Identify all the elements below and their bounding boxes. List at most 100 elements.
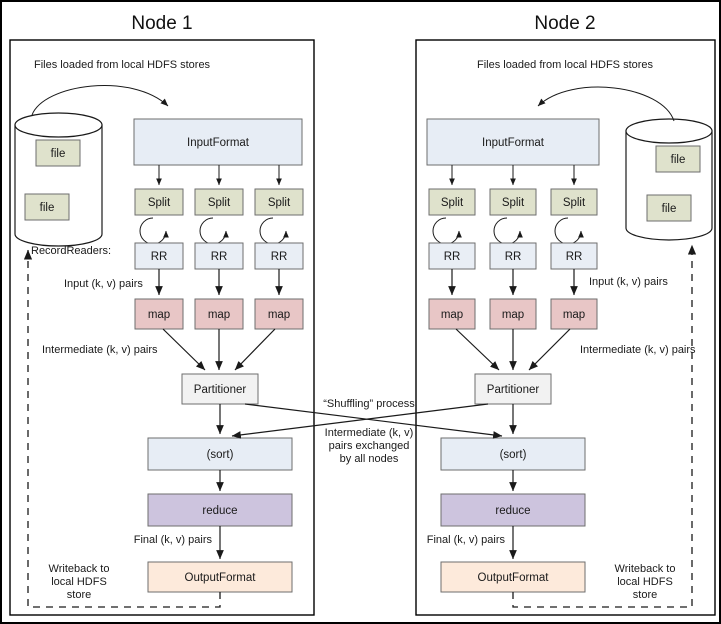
node2-rr-label-3: RR bbox=[566, 251, 583, 263]
node2-writeback-path bbox=[512, 244, 697, 608]
node2-sort-box bbox=[440, 437, 586, 471]
node1-map-part-arrow-1 bbox=[162, 328, 206, 371]
shuffle-process-label: “Shuffling” process bbox=[323, 398, 415, 410]
node2-file-box-2 bbox=[646, 194, 692, 222]
node2-split-label-2: Split bbox=[502, 197, 525, 209]
node1-partitioner-label: Partitioner bbox=[194, 384, 247, 396]
node2-split-box-2 bbox=[489, 188, 537, 216]
node1-inputformat-box bbox=[133, 118, 303, 166]
node1-rr-loop-1 bbox=[139, 217, 169, 245]
node2-split-box-1 bbox=[428, 188, 476, 216]
node2-file-label-1: file bbox=[671, 154, 686, 166]
node2-rr-box-3 bbox=[550, 242, 598, 270]
node1-outputformat-box bbox=[147, 561, 293, 593]
node1-sort-label: (sort) bbox=[207, 449, 234, 461]
node2-partitioner-label: Partitioner bbox=[487, 384, 540, 396]
node1-writeback-label-1: Writeback to bbox=[49, 563, 110, 575]
node2-sort-label: (sort) bbox=[500, 449, 527, 461]
node2-split-label-3: Split bbox=[563, 197, 586, 209]
node2-rr-label-1: RR bbox=[444, 251, 461, 263]
node2-intermediate-pairs-label: Intermediate (k, v) pairs bbox=[580, 344, 696, 356]
node1-recordreaders-label: RecordReaders: bbox=[31, 245, 111, 257]
shuffle-caption-line-3: by all nodes bbox=[340, 453, 399, 465]
node2-rr-label-2: RR bbox=[505, 251, 522, 263]
shuffle-arrow-node2-to-node1 bbox=[231, 403, 489, 439]
node2-map-part-arrow-3 bbox=[528, 328, 571, 371]
node1-intermediate-pairs-label: Intermediate (k, v) pairs bbox=[42, 344, 158, 356]
node2-map-box-1 bbox=[428, 298, 476, 330]
node2-writeback-label-3: store bbox=[633, 589, 657, 601]
node2-rr-loop-2 bbox=[493, 217, 523, 245]
node1-files-loaded-label: Files loaded from local HDFS stores bbox=[34, 59, 211, 71]
node2-hdfs-store bbox=[625, 118, 713, 241]
node2-file-box-1 bbox=[655, 145, 701, 173]
node2-reduce-label: reduce bbox=[495, 505, 530, 517]
node1-map-label-2: map bbox=[208, 309, 230, 321]
node1-partitioner-box bbox=[181, 373, 259, 405]
node2-rr-loop-1 bbox=[432, 217, 462, 245]
node2-map-label-3: map bbox=[563, 309, 585, 321]
node1-split-label-2: Split bbox=[208, 197, 231, 209]
node2-files-loaded-label: Files loaded from local HDFS stores bbox=[477, 59, 654, 71]
node1-file-label-1: file bbox=[51, 148, 66, 160]
node1-input-pairs-label: Input (k, v) pairs bbox=[64, 278, 143, 290]
node1-split-label-3: Split bbox=[268, 197, 291, 209]
node2-split-box-3 bbox=[550, 188, 598, 216]
node2-writeback-label-1: Writeback to bbox=[615, 563, 676, 575]
shuffle-caption-line-1: Intermediate (k, v) bbox=[325, 427, 414, 439]
node2-inputformat-label: InputFormat bbox=[482, 137, 545, 149]
node2-input-pairs-label: Input (k, v) pairs bbox=[589, 276, 668, 288]
node1-file-box-1 bbox=[35, 139, 81, 167]
node1-load-arrow bbox=[31, 85, 169, 116]
node2-file-label-2: file bbox=[662, 203, 677, 215]
node1-writeback-label-2: local HDFS bbox=[51, 576, 107, 588]
node1-split-box-3 bbox=[254, 188, 304, 216]
node1-rr-label-1: RR bbox=[151, 251, 168, 263]
node1-map-box-1 bbox=[134, 298, 184, 330]
node1-file-label-2: file bbox=[40, 202, 55, 214]
node2-map-label-2: map bbox=[502, 309, 524, 321]
node1-inputformat-label: InputFormat bbox=[187, 137, 250, 149]
node2-outputformat-label: OutputFormat bbox=[478, 572, 550, 584]
node2-partitioner-box bbox=[474, 373, 552, 405]
node1-writeback-path bbox=[23, 249, 221, 608]
node1-rr-loop-2 bbox=[199, 217, 229, 245]
shuffle-arrow-node1-to-node2 bbox=[244, 403, 503, 439]
node2-rr-loop-3 bbox=[554, 217, 584, 245]
node1-map-box-3 bbox=[254, 298, 304, 330]
node1-rr-loop-3 bbox=[259, 217, 289, 245]
node1-split-box-2 bbox=[194, 188, 244, 216]
node2-map-box-2 bbox=[489, 298, 537, 330]
node1-writeback-label-3: store bbox=[67, 589, 91, 601]
node1-rr-label-3: RR bbox=[271, 251, 288, 263]
node1-map-label-3: map bbox=[268, 309, 290, 321]
node2-split-label-1: Split bbox=[441, 197, 464, 209]
node1-split-label-1: Split bbox=[148, 197, 171, 209]
node2-outputformat-box bbox=[440, 561, 586, 593]
node1-hdfs-store bbox=[14, 112, 103, 247]
node2-rr-box-2 bbox=[489, 242, 537, 270]
node1-title: Node 1 bbox=[131, 13, 192, 34]
node1-sort-box bbox=[147, 437, 293, 471]
node1-final-pairs-label: Final (k, v) pairs bbox=[134, 534, 213, 546]
node1-map-label-1: map bbox=[148, 309, 170, 321]
node1-map-part-arrow-3 bbox=[234, 328, 276, 371]
node2-map-part-arrow-1 bbox=[455, 328, 500, 371]
node2-writeback-label-2: local HDFS bbox=[617, 576, 673, 588]
node1-map-box-2 bbox=[194, 298, 244, 330]
node1-outputformat-label: OutputFormat bbox=[185, 572, 257, 584]
shuffle-caption-line-2: pairs exchanged bbox=[329, 440, 410, 452]
node1-rr-box-3 bbox=[254, 242, 304, 270]
node2-inputformat-box bbox=[426, 118, 600, 166]
node1-file-box-2 bbox=[24, 193, 70, 221]
node2-final-pairs-label: Final (k, v) pairs bbox=[427, 534, 506, 546]
node1-split-box-1 bbox=[134, 188, 184, 216]
node2-title: Node 2 bbox=[534, 13, 595, 34]
node2-load-arrow bbox=[537, 86, 675, 122]
node1-reduce-box bbox=[147, 493, 293, 527]
node2-map-label-1: map bbox=[441, 309, 463, 321]
node1-rr-label-2: RR bbox=[211, 251, 228, 263]
node1-reduce-label: reduce bbox=[202, 505, 237, 517]
